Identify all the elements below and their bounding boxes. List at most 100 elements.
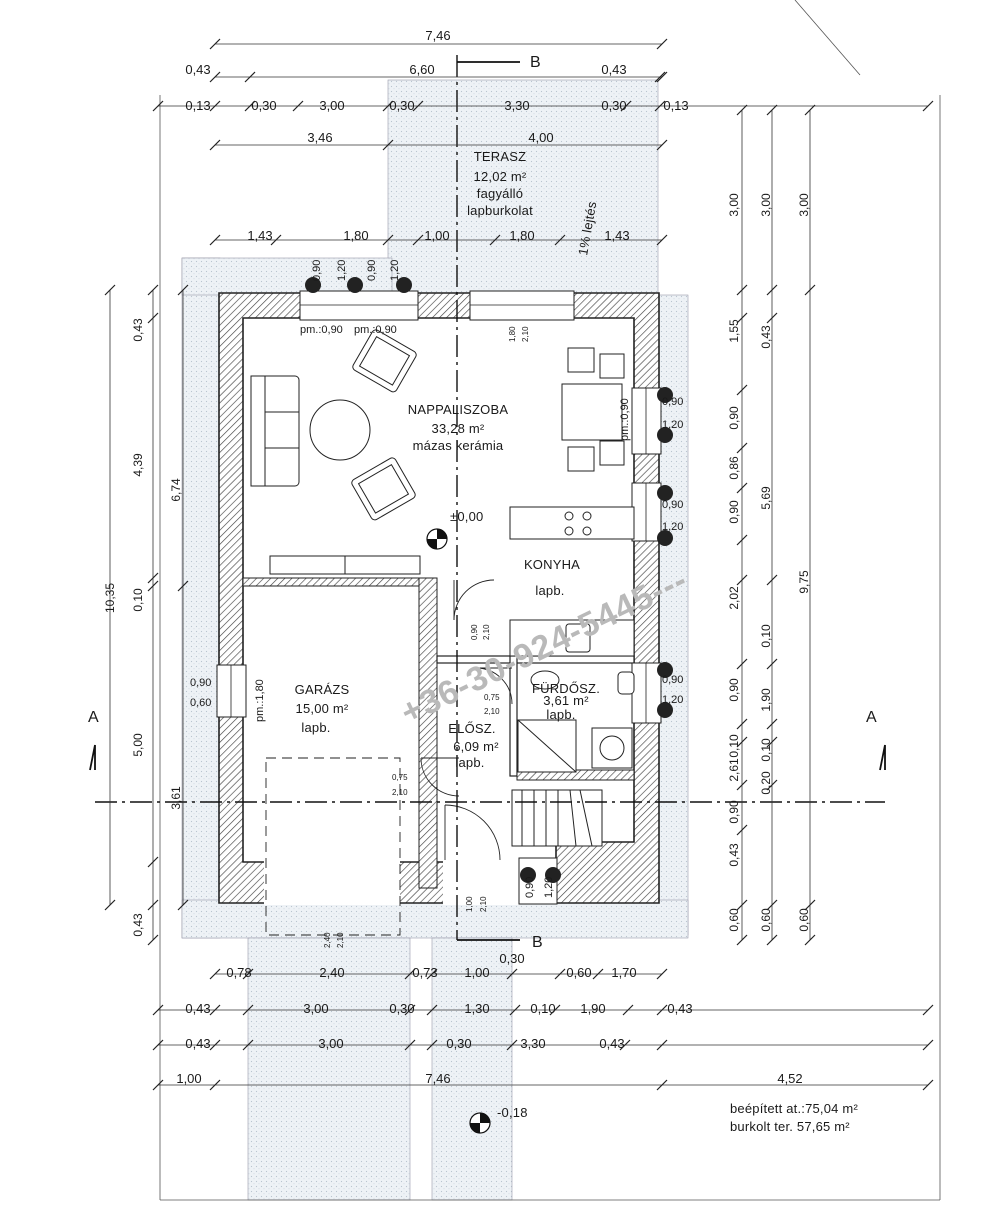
dimension-label: 7,46 — [425, 28, 450, 43]
dimension-tick — [506, 1039, 518, 1051]
dimension-tick — [152, 1039, 164, 1051]
dimension-label: 1,90 — [759, 688, 773, 712]
dimension-label: 0,86 — [727, 456, 741, 480]
dimension-label: 10,35 — [103, 583, 117, 613]
opening-labels: pm.:0,90 pm.:0,90 pm.:0,90 pm.:1,80 0,90… — [190, 260, 683, 948]
dimension-tick — [766, 284, 778, 296]
dimension-label: 0,60 — [727, 908, 741, 932]
armchair-1 — [352, 329, 417, 393]
shrubs — [305, 277, 673, 883]
section-lines — [95, 55, 885, 940]
dimension-label: 0,43 — [185, 1001, 210, 1016]
dimension-label: 4,39 — [131, 453, 145, 477]
dining-table — [561, 383, 623, 441]
dimension-label: 0,90 — [727, 800, 741, 824]
dimension-tick — [656, 1039, 668, 1051]
dimension-label: 1,00 — [424, 228, 449, 243]
dimension-tick — [147, 580, 159, 592]
room-labels: TERASZ 12,02 m² fagyálló lapburkolat NAP… — [295, 149, 600, 770]
dimension-tick — [554, 234, 566, 246]
dimension-label: 0,13 — [185, 98, 210, 113]
svg-text:1,20: 1,20 — [662, 521, 683, 533]
dimension-label: 3,00 — [759, 193, 773, 217]
chair — [599, 353, 625, 379]
dimension-label: 0,10 — [727, 734, 741, 758]
svg-text:0,90: 0,90 — [366, 260, 378, 281]
svg-text:2,10: 2,10 — [392, 788, 408, 797]
nappali-name: NAPPALISZOBA — [408, 402, 509, 417]
dimension-label: 6,74 — [169, 478, 183, 502]
svg-text:1,00: 1,00 — [465, 896, 474, 912]
svg-text:2,10: 2,10 — [336, 932, 345, 948]
dimension-tick — [736, 574, 748, 586]
dimension-label: 3,00 — [797, 193, 811, 217]
dimension-label: 0,30 — [446, 1036, 471, 1051]
dimension-tick — [766, 718, 778, 730]
nappali-area: 33,28 m² — [432, 421, 485, 436]
dimension-label: 0,30 — [251, 98, 276, 113]
dimension-tick — [736, 482, 748, 494]
dimension-tick — [509, 1004, 521, 1016]
driveway-paving — [247, 937, 411, 1201]
dimension-tick — [736, 899, 748, 911]
dimension-tick — [922, 1004, 934, 1016]
furniture — [250, 329, 635, 847]
section-b-bottom: B — [532, 934, 543, 951]
dimension-tick — [147, 284, 159, 296]
dimension-label: 0,43 — [667, 1001, 692, 1016]
walkway-paving — [431, 937, 513, 1201]
dimension-label: 2,61 — [727, 758, 741, 782]
svg-text:0,90: 0,90 — [470, 624, 479, 640]
level-mark-floor — [426, 528, 448, 550]
dimension-tick — [736, 312, 748, 324]
dimension-label: 3,30 — [520, 1036, 545, 1051]
dimension-label: 1,80 — [509, 228, 534, 243]
dimension-tick — [104, 284, 116, 296]
property-lines — [159, 0, 941, 1201]
wall-garage-living — [242, 577, 438, 587]
stairs — [511, 789, 603, 847]
dimension-label: 0,13 — [663, 98, 688, 113]
dimension-label: 0,10 — [759, 738, 773, 762]
dimension-tick — [209, 139, 221, 151]
svg-text:2,10: 2,10 — [482, 624, 491, 640]
terasz-name: TERASZ — [474, 149, 526, 164]
dimension-tick — [404, 1039, 416, 1051]
svg-text:2,10: 2,10 — [484, 707, 500, 716]
paved-area: burkolt ter. 57,65 m² — [730, 1119, 850, 1134]
dimension-label: 1,80 — [343, 228, 368, 243]
eloszoba-finish: lapb. — [455, 755, 484, 770]
ground-level: -0,18 — [497, 1105, 528, 1120]
terasz-area: 12,02 m² — [474, 169, 527, 184]
furdo-name: FÜRDŐSZ. — [532, 681, 600, 696]
front-paving — [181, 899, 689, 939]
dimension-tick — [804, 899, 816, 911]
dimension-tick — [656, 139, 668, 151]
dimension-tick — [506, 968, 518, 980]
dimension-tick — [209, 100, 221, 112]
chair — [599, 440, 625, 466]
dimension-label: 0,10 — [530, 1001, 555, 1016]
dimension-tick — [382, 100, 394, 112]
dimension-label: 0,30 — [499, 951, 524, 966]
dimension-label: 0,43 — [759, 325, 773, 349]
dimension-tick — [766, 934, 778, 946]
dimension-tick — [152, 1079, 164, 1091]
terasz-finish2: lapburkolat — [467, 203, 533, 218]
dimension-tick — [147, 312, 159, 324]
dimension-tick — [656, 1079, 668, 1091]
dimension-label: 0,60 — [566, 965, 591, 980]
floor-level: ±0,00 — [450, 509, 483, 524]
dimension-tick — [736, 384, 748, 396]
dimension-tick — [292, 100, 304, 112]
garage-window — [216, 664, 247, 718]
dimension-tick — [209, 234, 221, 246]
svg-text:0,90: 0,90 — [662, 499, 683, 511]
dimension-tick — [766, 312, 778, 324]
dimension-label: 3,61 — [169, 786, 183, 810]
dimension-tick — [147, 856, 159, 868]
right-window-1 — [631, 387, 662, 455]
svg-text:0,90: 0,90 — [524, 877, 536, 898]
dimension-tick — [426, 1039, 438, 1051]
dimension-tick — [209, 1004, 221, 1016]
